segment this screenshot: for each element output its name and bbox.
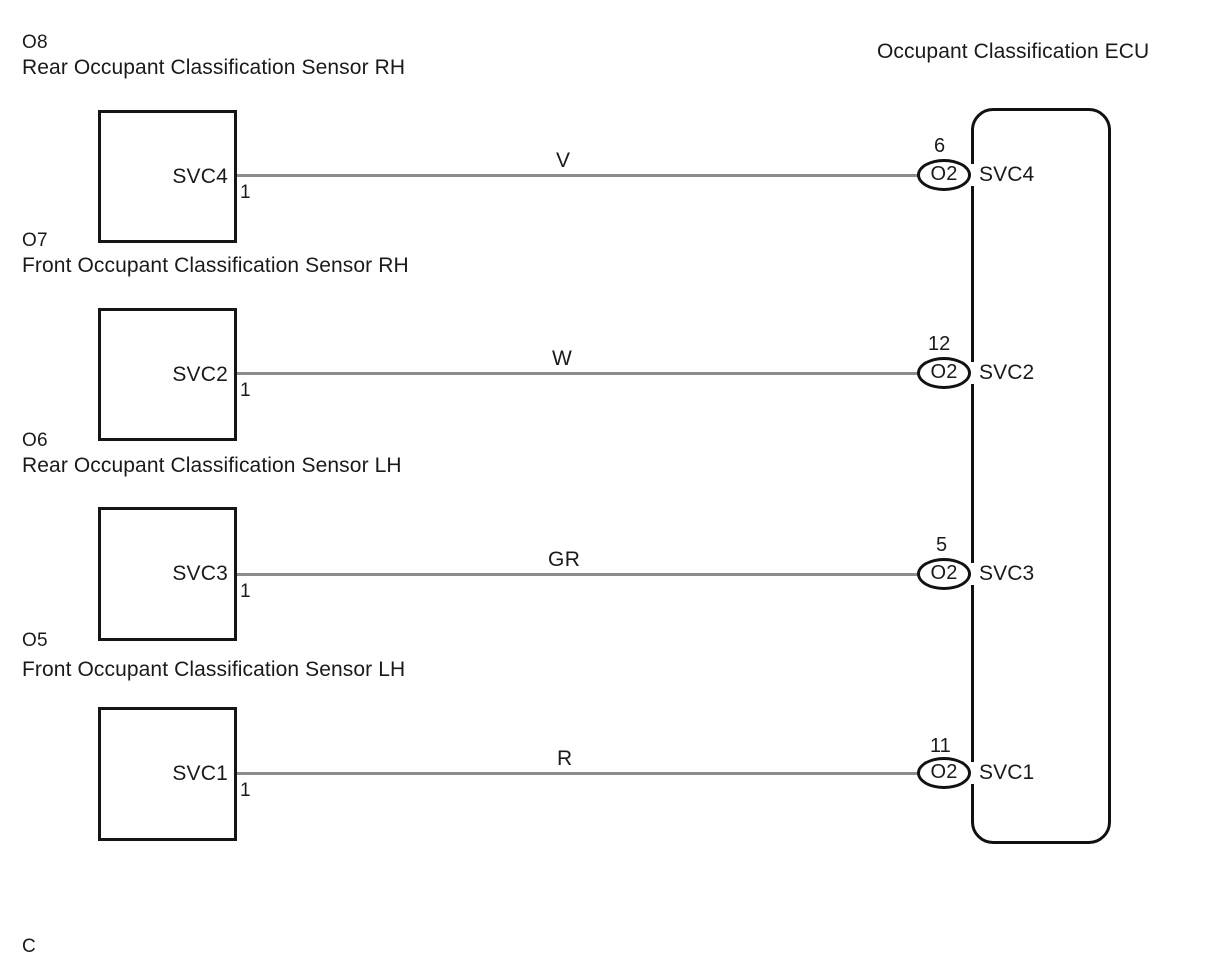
connector-name-o6: Rear Occupant Classification Sensor LH bbox=[22, 454, 402, 477]
ecu-terminal-label-svc2: O2 bbox=[930, 360, 958, 383]
wire-svc3 bbox=[237, 573, 923, 576]
wire-svc4 bbox=[237, 174, 923, 177]
terminal-mask-svc4 bbox=[968, 164, 976, 186]
terminal-mask-svc2 bbox=[968, 362, 976, 384]
terminal-mask-svc3 bbox=[968, 563, 976, 585]
connector-code-o8: O8 bbox=[22, 32, 48, 53]
ecu-pin-name-svc2: SVC2 bbox=[979, 361, 1035, 384]
connector-pin-number-svc2: 1 bbox=[240, 380, 251, 401]
terminal-mask-svc1 bbox=[968, 762, 976, 784]
sheet-mark: C bbox=[22, 936, 36, 957]
ecu-terminal-svc4: O2 bbox=[917, 159, 971, 191]
connector-box-svc3: SVC3 bbox=[98, 507, 237, 641]
ecu-pin-name-svc4: SVC4 bbox=[979, 163, 1035, 186]
connector-pin-number-svc4: 1 bbox=[240, 182, 251, 203]
wire-label-svc4: V bbox=[556, 149, 571, 172]
connector-box-svc1: SVC1 bbox=[98, 707, 237, 841]
connector-box-svc4: SVC4 bbox=[98, 110, 237, 243]
ecu-pin-number-11: 11 bbox=[930, 735, 951, 757]
connector-box-svc2: SVC2 bbox=[98, 308, 237, 441]
ecu-terminal-svc2: O2 bbox=[917, 357, 971, 389]
ecu-body bbox=[971, 108, 1111, 844]
ecu-title: Occupant Classification ECU bbox=[877, 40, 1150, 63]
ecu-pin-number-12: 12 bbox=[928, 333, 951, 355]
connector-code-o5: O5 bbox=[22, 630, 48, 651]
connector-code-o7: O7 bbox=[22, 230, 48, 251]
wire-label-svc3: GR bbox=[548, 548, 581, 571]
ecu-terminal-label-svc3: O2 bbox=[930, 561, 958, 584]
connector-box-label-svc1: SVC1 bbox=[172, 762, 228, 785]
ecu-terminal-svc3: O2 bbox=[917, 558, 971, 590]
wire-svc2 bbox=[237, 372, 923, 375]
ecu-pin-number-6: 6 bbox=[934, 135, 946, 157]
wire-label-svc2: W bbox=[552, 347, 573, 370]
ecu-terminal-label-svc1: O2 bbox=[930, 760, 958, 783]
ecu-pin-number-5: 5 bbox=[936, 534, 948, 556]
ecu-terminal-svc1: O2 bbox=[917, 757, 971, 789]
connector-name-o7: Front Occupant Classification Sensor RH bbox=[22, 254, 409, 277]
connector-box-label-svc2: SVC2 bbox=[172, 362, 228, 386]
connector-pin-number-svc3: 1 bbox=[240, 581, 251, 602]
connector-code-o6: O6 bbox=[22, 430, 48, 451]
connector-box-label-svc3: SVC3 bbox=[172, 562, 228, 585]
ecu-pin-name-svc1: SVC1 bbox=[979, 761, 1035, 784]
wire-label-svc1: R bbox=[557, 747, 573, 770]
connector-pin-number-svc1: 1 bbox=[240, 780, 251, 801]
ecu-pin-name-svc3: SVC3 bbox=[979, 562, 1035, 585]
connector-name-o5: Front Occupant Classification Sensor LH bbox=[22, 658, 406, 681]
connector-box-label-svc4: SVC4 bbox=[172, 164, 228, 188]
wire-svc1 bbox=[237, 772, 923, 775]
ecu-terminal-label-svc4: O2 bbox=[930, 162, 958, 185]
connector-name-o8: Rear Occupant Classification Sensor RH bbox=[22, 56, 406, 79]
